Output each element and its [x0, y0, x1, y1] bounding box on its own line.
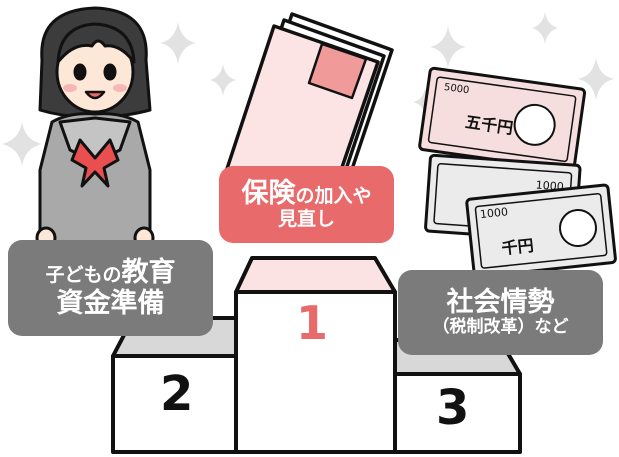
- second-label-line1: 子どもの教育: [45, 257, 175, 288]
- second-label-main: 教育: [121, 256, 176, 288]
- second-place-label: 子どもの教育 資金準備: [8, 240, 213, 336]
- banknotes-icon: 5000 五千円 1000 1000 千円: [418, 66, 617, 279]
- rank-first: 1: [296, 296, 329, 350]
- second-label-prefix: 子どもの: [45, 263, 122, 286]
- first-label-rest: の加入や: [295, 185, 372, 208]
- first-label-line2: 見直し: [277, 208, 335, 231]
- rank-third: 3: [436, 380, 470, 436]
- podium-second-front: [111, 354, 238, 454]
- banknote-5000: 5000 五千円: [418, 66, 587, 172]
- student-illustration: [35, 6, 155, 250]
- third-place-label: 社会情勢 （税制改革）など: [398, 270, 603, 355]
- podium-third-front: [393, 372, 522, 454]
- third-label-line2: （税制改革）など: [432, 317, 569, 338]
- first-label-main: 保険: [241, 178, 296, 210]
- banknote-5000-denomination: 5000: [443, 82, 470, 96]
- banknote-1000-front-denomination: 1000: [479, 205, 508, 221]
- first-label-line1: 保険の加入や: [241, 178, 371, 209]
- first-place-label: 保険の加入や 見直し: [219, 166, 394, 243]
- banknote-1000-kanji: 千円: [501, 236, 535, 258]
- second-label-line2: 資金準備: [56, 288, 165, 319]
- podium-first-front: [234, 290, 397, 454]
- banknote-1000-front: 1000 千円: [465, 183, 617, 279]
- third-label-main: 社会情勢: [446, 287, 555, 319]
- rank-second: 2: [160, 366, 194, 422]
- podium-first-top: [234, 256, 397, 294]
